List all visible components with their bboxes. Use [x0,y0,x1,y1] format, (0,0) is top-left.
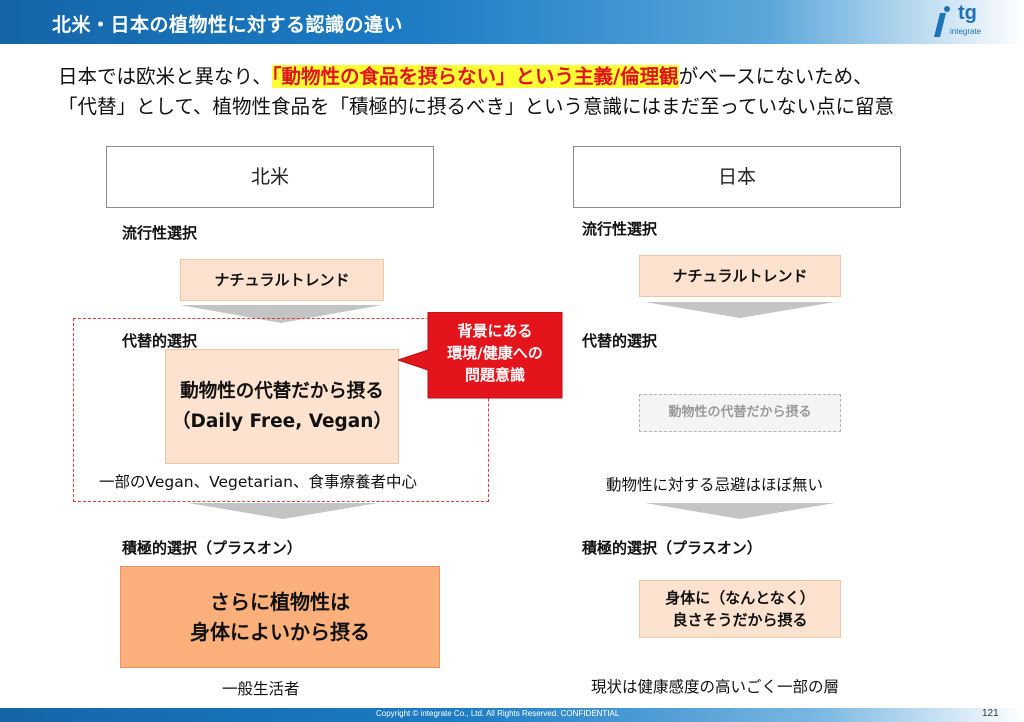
jp-plus-box: 身体に（なんとなく） 良さそうだから摂る [639,580,841,638]
na-plus-box: さらに植物性は 身体によいから摂る [120,566,440,668]
na-alternative-frame [73,318,489,502]
callout-line-2: 環境/健康への [447,344,543,362]
callout-shape-icon [398,312,563,399]
jp-arrow-2-icon [645,503,835,519]
jp-plus-line-1: 身体に（なんとなく） [665,589,815,607]
na-alt-line-1: 動物性の代替だから摂る [180,380,384,402]
lead-line-2: 「代替」として、植物性食品を「積極的に摂るべき」という意識にはまだ至っていない点… [58,95,894,118]
lead-highlight: 「動物性の食品を摂らない」という主義/倫理観 [271,65,679,88]
integrate-logo-icon [934,6,950,37]
north-america-label: 北米 [106,146,434,208]
na-plus-caption: 一般生活者 [222,680,300,698]
na-arrow-1-icon [180,305,382,323]
jp-stage-trend: 流行性選択 [582,220,658,238]
jp-plus-line-2: 良さそうだから摂る [672,611,808,629]
na-trend-box: ナチュラルトレンド [180,259,384,301]
jp-stage-alternative: 代替的選択 [582,332,658,350]
jp-arrow-1-icon [645,302,835,318]
na-alt-line-2: （Daily Free, Vegan） [172,410,392,432]
logo-text: tg [958,2,977,24]
jp-plus-caption: 現状は健康感度の高いごく一部の層 [591,678,840,696]
japan-label: 日本 [573,146,901,208]
jp-stage-plus: 積極的選択（プラスオン） [582,539,762,557]
na-stage-trend: 流行性選択 [122,224,198,242]
callout-line-3: 問題意識 [464,366,525,384]
header-bar [0,0,1024,44]
lead-post: がベースにないため、 [678,65,873,88]
na-stage-plus: 積極的選択（プラスオン） [122,539,302,557]
lead-pre: 日本では欧米と異なり、 [58,65,272,88]
na-alternative-box: 動物性の代替だから摂る （Daily Free, Vegan） [165,349,399,464]
na-stage-alternative: 代替的選択 [122,332,198,350]
jp-alternative-faded-box: 動物性の代替だから摂る [639,394,841,432]
lead-line-1: 日本では欧米と異なり、「動物性の食品を摂らない」という主義/倫理観がベースにない… [58,60,873,89]
na-plus-line-1: さらに植物性は [210,590,350,614]
page-number: 121 [982,708,999,719]
page-title: 北米・日本の植物性に対する認識の違い [52,14,404,36]
na-arrow-2-icon [188,503,378,519]
jp-alt-caption: 動物性に対する忌避はほぼ無い [606,476,824,494]
na-alt-caption: 一部のVegan、Vegetarian、食事療養者中心 [99,473,417,491]
na-plus-line-2: 身体によいから摂る [190,620,370,644]
callout-line-1: 背景にある [457,322,533,340]
jp-trend-box: ナチュラルトレンド [639,255,841,297]
callout-text: 背景にある 環境/健康への 問題意識 [428,320,562,386]
logo-subtext: integrate [950,27,982,36]
copyright-text: Copyright © integrate Co., Ltd. All Righ… [376,709,620,718]
footer-bar [0,708,1024,722]
